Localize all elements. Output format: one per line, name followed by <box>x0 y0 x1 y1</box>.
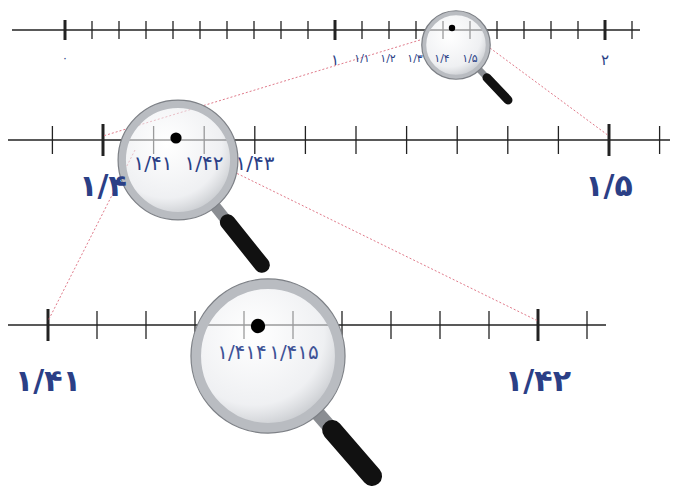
point-dot <box>449 25 455 31</box>
tick <box>507 126 508 154</box>
major-tick <box>608 124 611 156</box>
tick <box>439 311 440 339</box>
number-line <box>12 29 640 31</box>
axis-label: ۱ <box>331 53 339 68</box>
tick <box>415 21 416 39</box>
handle <box>332 430 372 476</box>
handle <box>487 78 508 100</box>
tick <box>307 21 308 39</box>
major-tick <box>604 20 607 40</box>
tick <box>577 21 578 39</box>
tick <box>355 126 356 154</box>
major-tick <box>537 309 540 341</box>
tick <box>145 21 146 39</box>
tick <box>406 126 407 154</box>
tick <box>91 21 92 39</box>
axis-label: ۱/۳ <box>407 53 423 64</box>
tick <box>488 311 489 339</box>
tick <box>172 21 173 39</box>
tick <box>254 126 255 154</box>
tick <box>523 21 524 39</box>
axis-label: ۱/۴۱۴ <box>217 342 267 362</box>
major-tick <box>47 309 50 341</box>
tick <box>199 21 200 39</box>
axis-label: ۱/۱ <box>354 53 370 64</box>
tick <box>496 21 497 39</box>
tick <box>586 311 587 339</box>
major-tick <box>64 20 67 40</box>
tick <box>361 21 362 39</box>
lens-rim <box>191 279 345 433</box>
tick <box>558 126 559 154</box>
major-tick <box>334 20 337 40</box>
lens-rim <box>422 11 490 79</box>
axis-label: ۱/۴۱ <box>134 153 173 173</box>
major-tick <box>102 124 105 156</box>
tick <box>226 21 227 39</box>
axis-label: ۱/۵ <box>462 53 478 64</box>
tick <box>659 126 660 154</box>
axis-label: ۱/۴۲ <box>185 153 224 173</box>
tick <box>96 311 97 339</box>
axis-label: ۱/۵ <box>585 171 633 201</box>
tick <box>457 126 458 154</box>
tick <box>145 311 146 339</box>
tick <box>631 21 632 39</box>
tick <box>305 126 306 154</box>
tick <box>280 21 281 39</box>
tick <box>118 21 119 39</box>
axis-label: ۲ <box>601 53 609 68</box>
lens <box>424 13 488 77</box>
lens <box>122 104 234 216</box>
axis-label: ۱/۴۳ <box>236 153 275 173</box>
lens <box>196 284 340 428</box>
tick <box>550 21 551 39</box>
axis-label: ۱/۴۱۵ <box>269 342 319 362</box>
tick <box>52 126 53 154</box>
number-line <box>8 139 670 141</box>
axis-label: ۱/۴۱ <box>15 366 81 396</box>
point-dot <box>170 132 181 143</box>
axis-label: ۰ <box>62 53 68 64</box>
handle <box>228 222 262 265</box>
tick <box>253 21 254 39</box>
axis-label: ۱/۴ <box>79 171 127 201</box>
tick <box>388 21 389 39</box>
axis-label: ۱/۴ <box>434 53 450 64</box>
lens-rim <box>118 100 238 220</box>
axis-label: ۱/۴۲ <box>505 366 571 396</box>
point-dot <box>251 319 265 333</box>
tick <box>390 311 391 339</box>
axis-label: ۱/۲ <box>380 53 396 64</box>
